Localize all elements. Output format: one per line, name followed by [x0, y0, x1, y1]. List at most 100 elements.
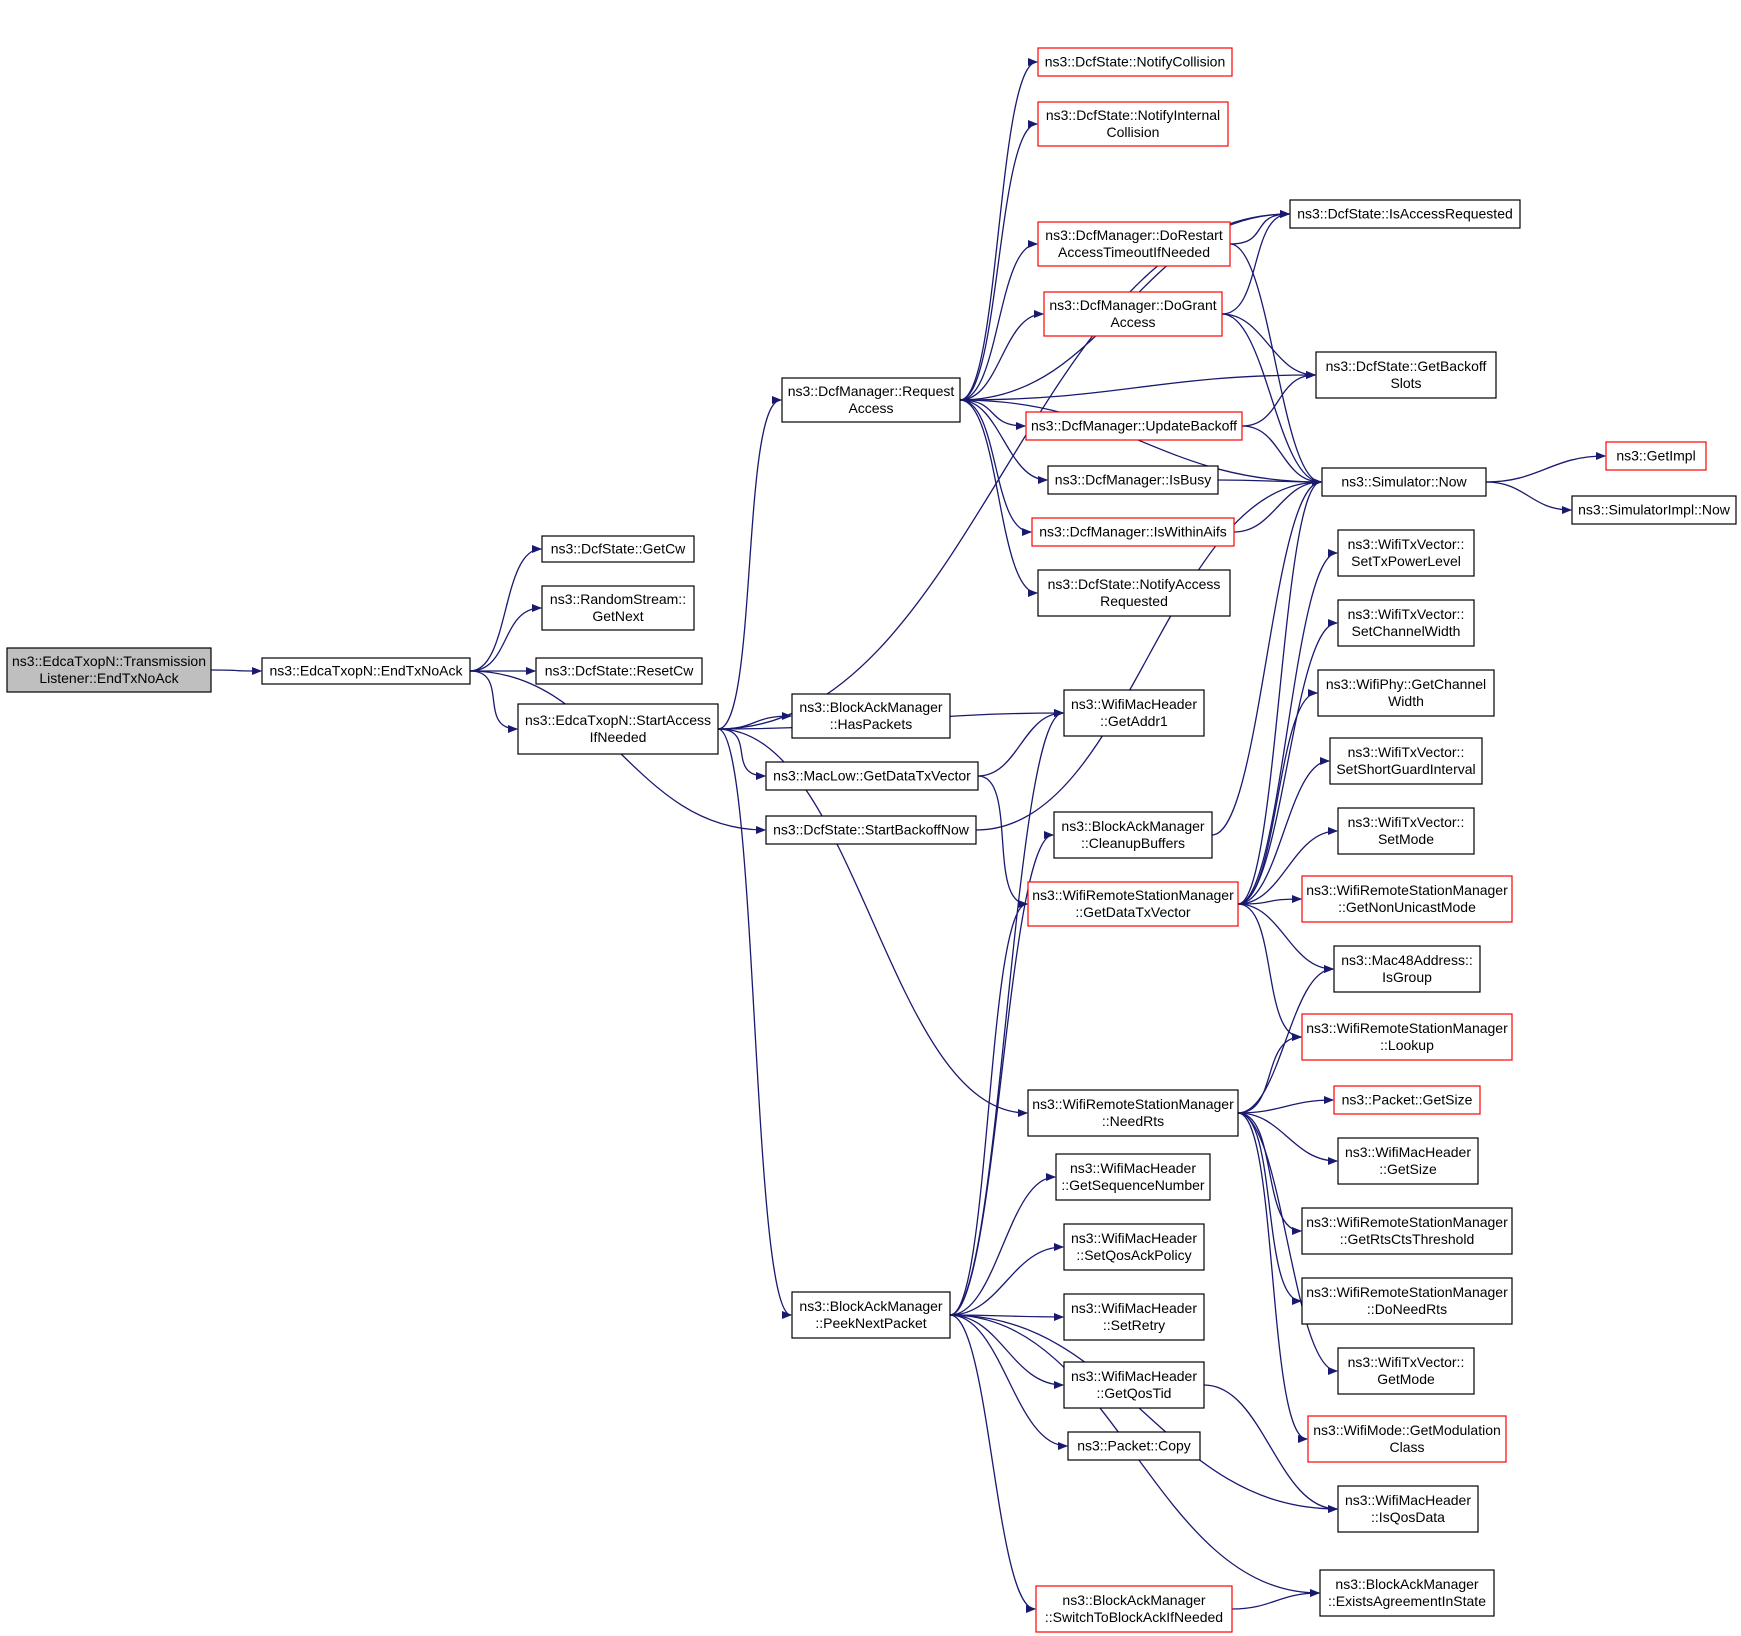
- node-box-getnonunicast[interactable]: [1301, 875, 1513, 923]
- node-box-setqosack[interactable]: [1063, 1223, 1205, 1271]
- node-box-getimpl[interactable]: [1605, 441, 1707, 471]
- node-setretry[interactable]: ns3::WifiMacHeader::SetRetry: [1063, 1293, 1205, 1341]
- node-box-startbackoff[interactable]: [765, 815, 977, 845]
- node-getnonunicast[interactable]: ns3::WifiRemoteStationManager::GetNonUni…: [1301, 875, 1513, 923]
- node-box-isaccreq[interactable]: [1289, 199, 1521, 229]
- node-startbackoff[interactable]: ns3::DcfState::StartBackoffNow: [765, 815, 977, 845]
- node-isaccreq[interactable]: ns3::DcfState::IsAccessRequested: [1289, 199, 1521, 229]
- node-box-pktcopy[interactable]: [1067, 1431, 1201, 1461]
- node-haspackets[interactable]: ns3::BlockAckManager::HasPackets: [791, 693, 951, 739]
- node-box-simnow[interactable]: [1321, 467, 1487, 497]
- node-simimplnow[interactable]: ns3::SimulatorImpl::Now: [1571, 495, 1737, 525]
- node-cleanup[interactable]: ns3::BlockAckManager::CleanupBuffers: [1053, 811, 1213, 859]
- node-notifycoll[interactable]: ns3::DcfState::NotifyCollision: [1037, 47, 1233, 77]
- node-existsagr[interactable]: ns3::BlockAckManager::ExistsAgreementInS…: [1319, 1569, 1495, 1617]
- node-box-wrsmgdtv[interactable]: [1027, 881, 1239, 927]
- node-isbusy[interactable]: ns3::DcfManager::IsBusy: [1047, 465, 1219, 495]
- node-box-rtscts[interactable]: [1301, 1207, 1513, 1255]
- node-box-getaddr1[interactable]: [1063, 689, 1205, 737]
- node-pktgetsize[interactable]: ns3::Packet::GetSize: [1333, 1085, 1481, 1115]
- node-box-resetcw[interactable]: [535, 657, 703, 685]
- node-getmode[interactable]: ns3::WifiTxVector::GetMode: [1337, 1347, 1475, 1395]
- node-box-notifycoll[interactable]: [1037, 47, 1233, 77]
- node-root[interactable]: ns3::EdcaTxopN::TransmissionListener::En…: [6, 647, 212, 693]
- node-box-needrts[interactable]: [1027, 1089, 1239, 1137]
- node-switchtoba[interactable]: ns3::BlockAckManager::SwitchToBlockAckIf…: [1035, 1585, 1233, 1633]
- node-box-switchtoba[interactable]: [1035, 1585, 1233, 1633]
- node-box-isgroup[interactable]: [1333, 945, 1481, 993]
- node-box-root[interactable]: [6, 647, 212, 693]
- node-box-dogrant[interactable]: [1043, 291, 1223, 337]
- node-doneedrts[interactable]: ns3::WifiRemoteStationManager::DoNeedRts: [1301, 1277, 1513, 1325]
- node-box-startaccess[interactable]: [517, 703, 719, 755]
- node-box-getbackoffslots[interactable]: [1315, 351, 1497, 399]
- node-box-reqaccess[interactable]: [781, 377, 961, 423]
- node-rsgetnext[interactable]: ns3::RandomStream::GetNext: [541, 585, 695, 631]
- node-box-isbusy[interactable]: [1047, 465, 1219, 495]
- node-updbackoff[interactable]: ns3::DcfManager::UpdateBackoff: [1025, 411, 1243, 441]
- node-setpower[interactable]: ns3::WifiTxVector::SetTxPowerLevel: [1337, 529, 1475, 577]
- node-resetcw[interactable]: ns3::DcfState::ResetCw: [535, 657, 703, 685]
- node-getqostid[interactable]: ns3::WifiMacHeader::GetQosTid: [1063, 1361, 1205, 1409]
- node-box-getseq[interactable]: [1055, 1153, 1211, 1201]
- node-box-pktgetsize[interactable]: [1333, 1085, 1481, 1115]
- node-box-maclowgdtv[interactable]: [765, 761, 979, 791]
- node-box-rsgetnext[interactable]: [541, 585, 695, 631]
- node-box-notifyaccreq[interactable]: [1037, 569, 1231, 617]
- node-dorestart[interactable]: ns3::DcfManager::DoRestartAccessTimeoutI…: [1037, 221, 1231, 267]
- node-box-peeknext[interactable]: [791, 1291, 951, 1339]
- node-box-hdrgetsize[interactable]: [1337, 1137, 1479, 1185]
- node-box-cleanup[interactable]: [1053, 811, 1213, 859]
- node-getcw[interactable]: ns3::DcfState::GetCw: [541, 535, 695, 563]
- node-box-setchw[interactable]: [1337, 599, 1475, 647]
- node-box-getmodclass[interactable]: [1307, 1415, 1507, 1463]
- node-maclowgdtv[interactable]: ns3::MacLow::GetDataTxVector: [765, 761, 979, 791]
- node-box-getqostid[interactable]: [1063, 1361, 1205, 1409]
- node-box-haspackets[interactable]: [791, 693, 951, 739]
- node-box-phychw[interactable]: [1317, 669, 1495, 717]
- node-getimpl[interactable]: ns3::GetImpl: [1605, 441, 1707, 471]
- node-box-updbackoff[interactable]: [1025, 411, 1243, 441]
- node-setchw[interactable]: ns3::WifiTxVector::SetChannelWidth: [1337, 599, 1475, 647]
- node-box-setretry[interactable]: [1063, 1293, 1205, 1341]
- node-getaddr1[interactable]: ns3::WifiMacHeader::GetAddr1: [1063, 689, 1205, 737]
- node-isgroup[interactable]: ns3::Mac48Address::IsGroup: [1333, 945, 1481, 993]
- node-box-notifyintcoll[interactable]: [1037, 101, 1229, 147]
- node-endtx[interactable]: ns3::EdcaTxopN::EndTxNoAck: [261, 657, 471, 685]
- node-box-dorestart[interactable]: [1037, 221, 1231, 267]
- node-lookup[interactable]: ns3::WifiRemoteStationManager::Lookup: [1301, 1013, 1513, 1061]
- node-box-lookup[interactable]: [1301, 1013, 1513, 1061]
- node-getseq[interactable]: ns3::WifiMacHeader::GetSequenceNumber: [1055, 1153, 1211, 1201]
- node-box-getmode[interactable]: [1337, 1347, 1475, 1395]
- node-peeknext[interactable]: ns3::BlockAckManager::PeekNextPacket: [791, 1291, 951, 1339]
- node-box-setsgi[interactable]: [1329, 737, 1483, 785]
- node-hdrgetsize[interactable]: ns3::WifiMacHeader::GetSize: [1337, 1137, 1479, 1185]
- node-pktcopy[interactable]: ns3::Packet::Copy: [1067, 1431, 1201, 1461]
- node-iswithinaifs[interactable]: ns3::DcfManager::IsWithinAifs: [1031, 517, 1235, 547]
- node-box-doneedrts[interactable]: [1301, 1277, 1513, 1325]
- node-box-isqosdata[interactable]: [1337, 1485, 1479, 1533]
- node-box-setmode[interactable]: [1337, 807, 1475, 855]
- node-box-setpower[interactable]: [1337, 529, 1475, 577]
- node-box-existsagr[interactable]: [1319, 1569, 1495, 1617]
- node-wrsmgdtv[interactable]: ns3::WifiRemoteStationManager::GetDataTx…: [1027, 881, 1239, 927]
- node-isqosdata[interactable]: ns3::WifiMacHeader::IsQosData: [1337, 1485, 1479, 1533]
- node-rtscts[interactable]: ns3::WifiRemoteStationManager::GetRtsCts…: [1301, 1207, 1513, 1255]
- node-setqosack[interactable]: ns3::WifiMacHeader::SetQosAckPolicy: [1063, 1223, 1205, 1271]
- node-box-iswithinaifs[interactable]: [1031, 517, 1235, 547]
- node-simnow[interactable]: ns3::Simulator::Now: [1321, 467, 1487, 497]
- node-setsgi[interactable]: ns3::WifiTxVector::SetShortGuardInterval: [1329, 737, 1483, 785]
- node-box-endtx[interactable]: [261, 657, 471, 685]
- node-box-getcw[interactable]: [541, 535, 695, 563]
- node-setmode[interactable]: ns3::WifiTxVector::SetMode: [1337, 807, 1475, 855]
- node-needrts[interactable]: ns3::WifiRemoteStationManager::NeedRts: [1027, 1089, 1239, 1137]
- node-box-simimplnow[interactable]: [1571, 495, 1737, 525]
